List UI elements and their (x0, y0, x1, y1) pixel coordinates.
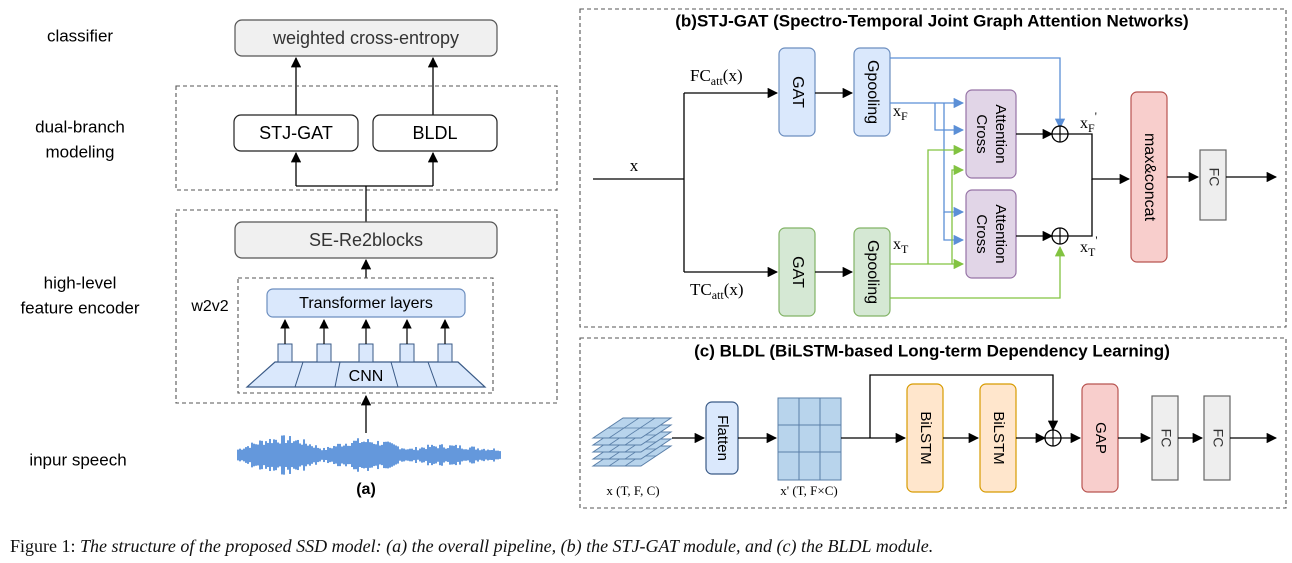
arrow-xt-to-ca1-b (951, 164, 965, 264)
panel-b-frame (579, 8, 1287, 328)
cross-attention-1-line-a: Cross (973, 114, 990, 153)
transformer-layers-box (266, 288, 466, 318)
stage-label-feature-encoder: feature encoder (20, 298, 139, 317)
gpooling-f-label: Gpooling (864, 60, 881, 124)
gap-label: GAP (1092, 422, 1109, 454)
cross-attention-2-line-a: Cross (973, 214, 990, 253)
arrow-f-to-concat (1068, 133, 1131, 185)
token (316, 343, 332, 363)
green-routing (890, 144, 1066, 299)
gpooling-t-label: Gpooling (864, 240, 881, 304)
bilstm-2-label: BiLSTM (990, 411, 1007, 464)
panel-a-label: (a) (356, 481, 376, 498)
grid-bg (777, 397, 842, 481)
arrow-xf-to-ca2-a (943, 103, 965, 218)
token (277, 343, 293, 363)
fc-b-label: FC (1206, 168, 1222, 187)
max-concat-label: max&concat (1141, 133, 1158, 222)
flattened-grid-icon (777, 397, 842, 481)
panel-b: (b)STJ-GAT (Spectro-Temporal Joint Graph… (579, 8, 1287, 328)
stage-label-classifier: classifier (47, 26, 113, 45)
arrow-skip (869, 374, 1059, 438)
flatten-label: Flatten (714, 415, 731, 461)
se-re2blocks-box (234, 221, 498, 259)
w2v2-label: w2v2 (190, 298, 228, 315)
xT-label: xT (893, 236, 909, 256)
gpooling-t-box (853, 227, 891, 317)
blue-routing (890, 57, 1066, 246)
cross-attention-1-line-b: Attention (992, 104, 1009, 163)
stage-label-input: inpur speech (29, 450, 126, 469)
panel-b-title: (b)STJ-GAT (Spectro-Temporal Joint Graph… (675, 11, 1188, 30)
cross-attention-2-line-b: Attention (992, 204, 1009, 263)
xT-prime-label: xT' (1080, 233, 1098, 259)
cnn-trapezoid (245, 361, 487, 388)
bldl-label: BLDL (412, 123, 457, 143)
tc-att-label: TCatt(x) (690, 280, 744, 302)
fc-c1-box (1151, 395, 1179, 481)
loss-box (234, 19, 498, 57)
cnn-divider (390, 361, 399, 388)
arrow-gpool-t-residual (890, 245, 1066, 299)
w2v2-region (237, 277, 494, 394)
panel-a: classifier dual-branch modeling high-lev… (20, 19, 558, 498)
panel-c: (c) BLDL (BiLSTM-based Long-term Depende… (579, 337, 1287, 509)
stj-gat-box (233, 114, 359, 152)
bilstm-1-label: BiLSTM (917, 411, 934, 464)
gat-f-label: GAT (789, 76, 806, 108)
arrow-t-to-concat (1068, 179, 1093, 237)
gpooling-f-box (853, 47, 891, 137)
stage-label-dual-branch: dual-branch (35, 117, 125, 136)
gat-f-box (778, 47, 816, 137)
bldl-box (372, 114, 498, 152)
se-re2blocks-label: SE-Re2blocks (309, 230, 423, 250)
figure-caption: Figure 1: The structure of the proposed … (10, 536, 1290, 557)
fc-c1-label: FC (1158, 429, 1174, 448)
cnn-divider (294, 361, 304, 388)
xF-label: xF (893, 103, 908, 123)
panel-c-frame (579, 337, 1287, 509)
arrow-xt-to-ca1-a (927, 144, 965, 264)
caption-text: The structure of the proposed SSD model:… (80, 536, 934, 556)
fc-c2-label: FC (1210, 429, 1226, 448)
panel-c-title: (c) BLDL (BiLSTM-based Long-term Depende… (694, 341, 1170, 360)
speech-waveform-icon (237, 435, 501, 475)
stage-label-modeling: modeling (46, 142, 115, 161)
caption-prefix: Figure 1: (10, 536, 80, 556)
arrow-gpool-f-residual (890, 57, 1066, 130)
flattened-label: x' (T, F×C) (780, 483, 837, 498)
xF-prime-label: xF' (1080, 109, 1097, 135)
token (358, 343, 374, 363)
fc-att-label: FCatt(x) (690, 66, 743, 88)
token (399, 343, 415, 363)
gat-t-label: GAT (789, 256, 806, 288)
arrow-xf-to-ca2-b (943, 212, 965, 246)
transformer-layers-label: Transformer layers (299, 295, 433, 312)
cnn-divider (334, 361, 341, 388)
cnn-divider (427, 361, 438, 388)
cross-attention-2-box (965, 189, 1017, 279)
loss-label: weighted cross-entropy (272, 28, 459, 48)
token (437, 343, 453, 363)
token-group (277, 319, 453, 363)
cnn-label: CNN (349, 368, 384, 385)
stj-gat-label: STJ-GAT (259, 123, 333, 143)
feature-tensor-icon (591, 417, 673, 467)
arrow-xf-to-ca1-b (934, 103, 965, 136)
input-tensor-label: x (T, F, C) (606, 483, 659, 498)
fc-b-box (1199, 149, 1227, 221)
dual-branch-region (175, 85, 558, 191)
input-x-label: x (630, 156, 639, 175)
stage-label-high-level: high-level (44, 273, 117, 292)
